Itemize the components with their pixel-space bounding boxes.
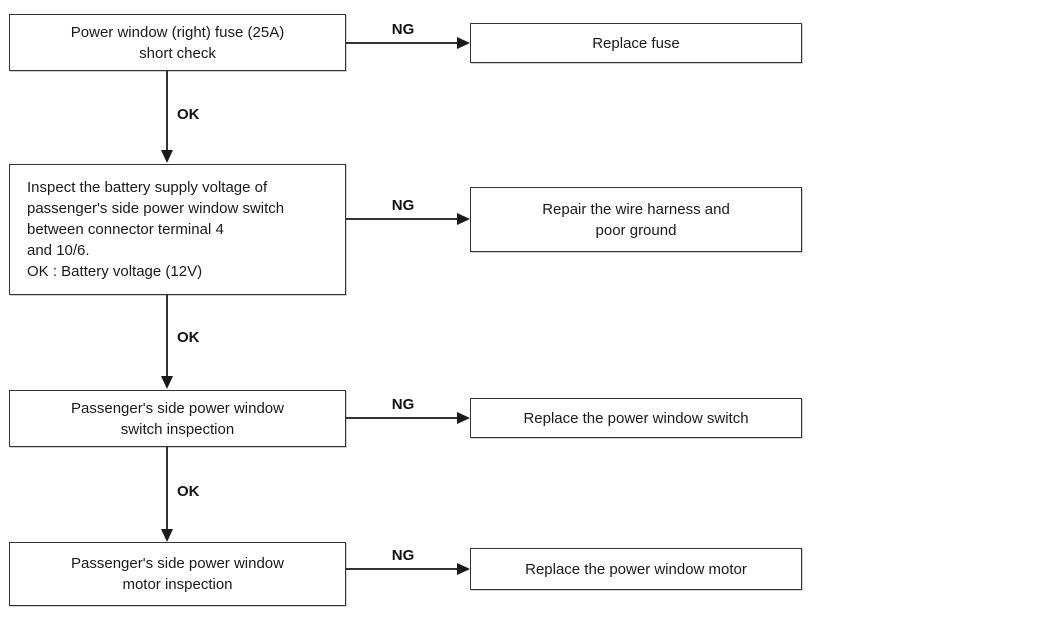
ng-arrow-line-3 (346, 417, 459, 419)
arrow-right-icon (457, 213, 470, 225)
ok-arrow-line-1 (166, 71, 168, 151)
ok-label-1: OK (177, 106, 200, 123)
action-box-replace-motor: Replace the power window motor (470, 548, 802, 590)
check-box-switch-inspection: Passenger's side power window switch ins… (9, 390, 346, 447)
arrow-right-icon (457, 412, 470, 424)
check-box-battery-voltage: Inspect the battery supply voltage of pa… (9, 164, 346, 295)
arrow-down-icon (161, 529, 173, 542)
check-box-battery-voltage-text: Inspect the battery supply voltage of pa… (27, 179, 285, 280)
arrow-down-icon (161, 150, 173, 163)
arrow-right-icon (457, 37, 470, 49)
action-box-replace-switch-text: Replace the power window switch (523, 409, 749, 427)
ok-arrow-line-3 (166, 447, 168, 530)
action-box-repair-harness: Repair the wire harness and poor ground (470, 187, 802, 252)
check-box-switch-inspection-text: Passenger's side power window switch ins… (71, 399, 284, 438)
action-box-replace-motor-text: Replace the power window motor (525, 560, 747, 578)
ng-label-2: NG (391, 197, 415, 214)
ng-arrow-line-2 (346, 218, 459, 220)
ng-arrow-line-4 (346, 568, 459, 570)
ng-label-4: NG (391, 547, 415, 564)
ng-arrow-line-1 (346, 42, 459, 44)
ok-label-2: OK (177, 329, 200, 346)
arrow-down-icon (161, 376, 173, 389)
check-box-motor-inspection-text: Passenger's side power window motor insp… (71, 555, 284, 593)
ng-label-1: NG (391, 21, 415, 38)
check-box-motor-inspection: Passenger's side power window motor insp… (9, 542, 346, 606)
action-box-replace-fuse: Replace fuse (470, 23, 802, 63)
action-box-replace-switch: Replace the power window switch (470, 398, 802, 438)
check-box-fuse-short-check-text: Power window (right) fuse (25A) short ch… (70, 23, 285, 62)
arrow-right-icon (457, 563, 470, 575)
ng-label-3: NG (391, 396, 415, 413)
action-box-replace-fuse-text: Replace fuse (592, 34, 680, 52)
action-box-repair-harness-text: Repair the wire harness and poor ground (542, 200, 730, 239)
ok-label-3: OK (177, 483, 200, 500)
ok-arrow-line-2 (166, 295, 168, 377)
check-box-fuse-short-check: Power window (right) fuse (25A) short ch… (9, 14, 346, 71)
